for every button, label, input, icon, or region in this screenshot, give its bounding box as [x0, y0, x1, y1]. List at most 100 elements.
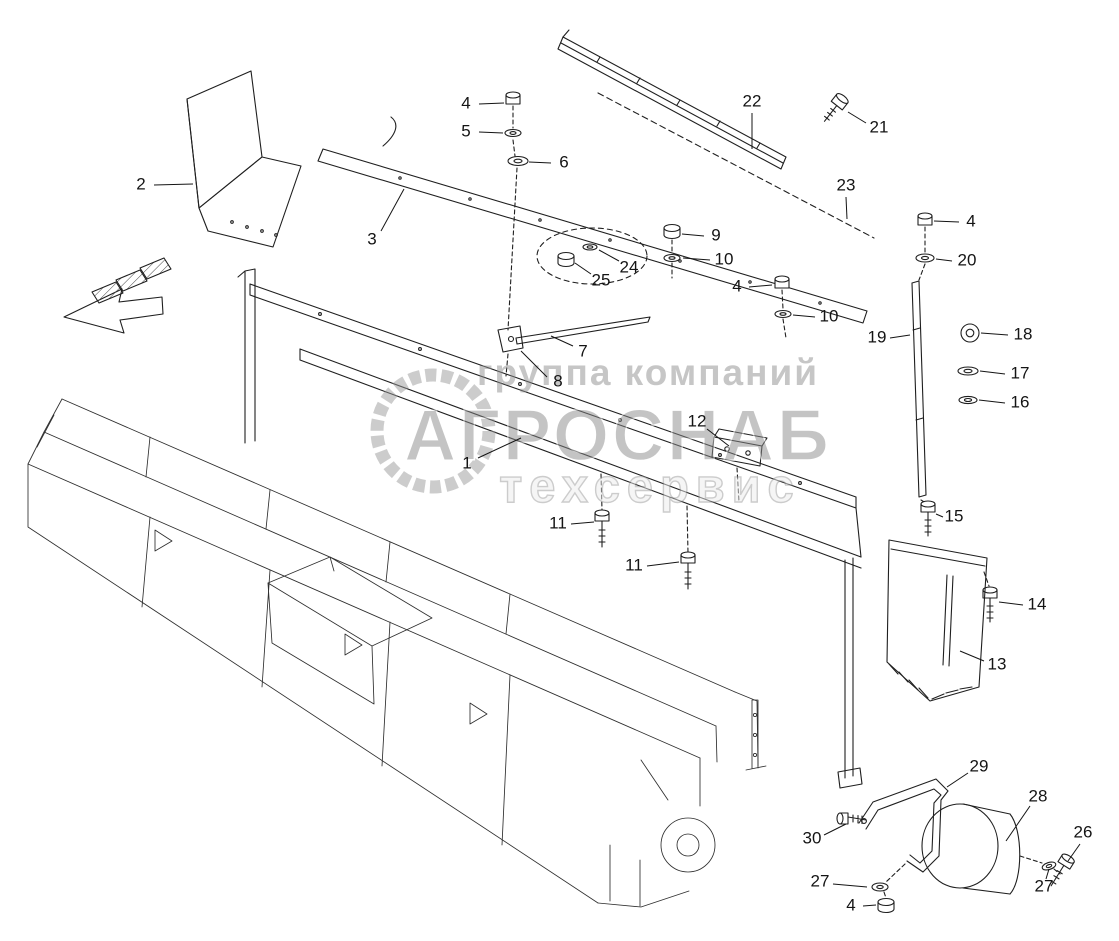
part-number-4: 4	[732, 276, 741, 295]
washer-18	[960, 323, 980, 343]
washer-27a	[871, 882, 889, 892]
part-number-11: 11	[549, 513, 567, 532]
part-number-9: 9	[711, 225, 720, 244]
watermark-line3: техсервис	[499, 459, 800, 512]
leader-line-part-20	[935, 258, 953, 262]
leader-line-part-30	[823, 823, 847, 836]
nut-9	[663, 223, 681, 240]
part-number-18: 18	[1014, 324, 1033, 343]
watermark-line2: АГРОСНАБ	[404, 396, 832, 476]
watermark-wreath-logo	[370, 368, 496, 494]
bolt-4a-washer-5-washer-6	[504, 91, 529, 331]
part-number-15: 15	[945, 506, 964, 525]
part-28-drum	[921, 803, 1021, 895]
leader-line-part-16	[978, 399, 1006, 404]
leader-line-part-23	[845, 196, 848, 220]
part-number-4: 4	[966, 211, 975, 230]
bolt-11a	[594, 473, 610, 548]
bolt-4c-washer-10b	[774, 275, 792, 339]
part-number-2: 2	[136, 174, 145, 193]
part-29-strap-bracket	[858, 778, 949, 873]
leader-line-part-21	[847, 111, 867, 124]
bolt-15	[920, 500, 936, 537]
leader-line-part-15	[935, 513, 944, 518]
part-number-11: 11	[625, 555, 643, 574]
direction-arrow	[63, 257, 172, 334]
leader-line-part-29	[946, 772, 969, 788]
machine-body	[27, 398, 767, 908]
leader-line-part-14	[998, 601, 1024, 606]
leader-line-part-4	[478, 102, 505, 105]
leader-line-part-17	[979, 370, 1006, 375]
hardware-cluster	[536, 223, 681, 285]
leader-line-part-1	[477, 437, 522, 459]
nut-4e	[877, 897, 895, 914]
leader-line-part-4	[933, 220, 960, 223]
leader-line-part-11	[646, 561, 680, 567]
leader-line-part-9	[681, 233, 705, 237]
part-number-4: 4	[461, 93, 470, 112]
leader-line-part-4	[862, 904, 877, 907]
part-13-side-panel	[886, 539, 990, 702]
leader-line-part-28	[1005, 805, 1031, 842]
part-number-7: 7	[578, 341, 587, 360]
leader-line-part-6	[528, 161, 552, 164]
part-number-23: 23	[837, 175, 856, 194]
leader-line-part-10	[682, 257, 711, 261]
bolt-11b	[680, 505, 696, 590]
leader-line-part-3	[380, 188, 405, 232]
part-number-27: 27	[1035, 876, 1054, 895]
part-number-29: 29	[970, 756, 989, 775]
part-number-20: 20	[958, 250, 977, 269]
leader-line-part-27	[832, 883, 868, 888]
leader-line-part-10	[792, 314, 816, 318]
assembly-center-dashes	[883, 855, 1061, 899]
leader-line-part-26	[1067, 843, 1081, 862]
washer-27b	[1041, 861, 1057, 871]
part-12-bracket	[711, 428, 768, 503]
washer-24	[582, 243, 598, 251]
part-number-17: 17	[1011, 363, 1030, 382]
part-number-30: 30	[803, 828, 822, 847]
part-number-14: 14	[1028, 594, 1047, 613]
part-number-16: 16	[1011, 392, 1030, 411]
part-number-4: 4	[846, 895, 855, 914]
washer-16	[958, 395, 978, 405]
part-number-8: 8	[553, 371, 562, 390]
part-number-10: 10	[820, 306, 839, 325]
leader-line-part-5	[478, 131, 504, 134]
part-number-5: 5	[461, 121, 470, 140]
part-number-3: 3	[367, 229, 376, 248]
part-number-24: 24	[620, 257, 639, 276]
leader-line-part-7	[550, 335, 574, 347]
part-number-10: 10	[715, 249, 734, 268]
washer-10a	[663, 253, 681, 263]
part-number-6: 6	[559, 152, 568, 171]
part-number-25: 25	[592, 270, 611, 289]
part-number-13: 13	[988, 654, 1007, 673]
part-number-19: 19	[868, 327, 887, 346]
part-19-support-rod	[911, 280, 927, 504]
leader-line-part-25	[574, 262, 592, 275]
watermark: группа компаний АГРОСНАБ техсервис	[370, 352, 832, 513]
bolt-21	[823, 93, 849, 122]
part-number-26: 26	[1074, 822, 1093, 841]
part-22-top-strip	[557, 29, 787, 170]
part-number-27: 27	[811, 871, 830, 890]
part-number-22: 22	[743, 91, 762, 110]
part-number-1: 1	[462, 453, 471, 472]
leader-line-part-13	[959, 650, 985, 662]
leader-line-part-27	[1045, 868, 1050, 880]
watermark-line1: группа компаний	[477, 352, 819, 393]
bolt-26	[1050, 853, 1075, 887]
leader-line-part-12	[706, 428, 730, 447]
leader-line-part-11	[570, 521, 595, 525]
leader-line-part-24	[598, 249, 620, 262]
part-2-deflector-plate	[186, 70, 302, 248]
leader-line-part-18	[980, 332, 1009, 336]
washer-17	[957, 366, 979, 376]
part-23-seal-strip	[597, 92, 875, 239]
